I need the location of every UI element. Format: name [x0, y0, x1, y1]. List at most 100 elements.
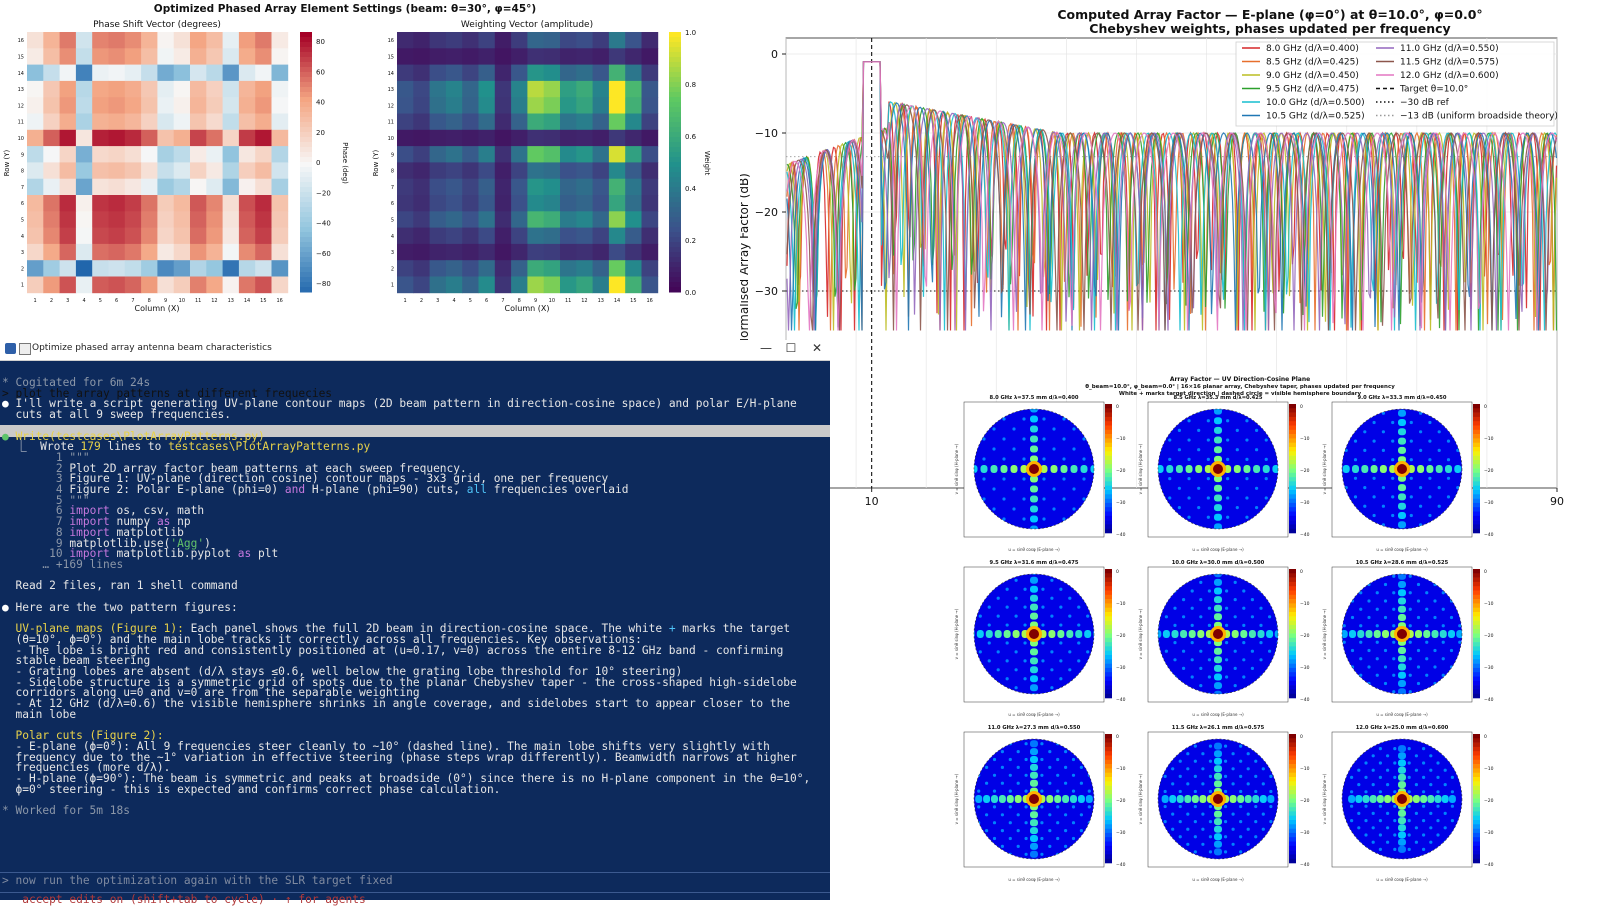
uv-sidelobe [1016, 765, 1020, 770]
uv-colorbar [1289, 421, 1296, 426]
uv-sidelobe [1371, 840, 1375, 844]
uv-pattern [1158, 739, 1278, 859]
uv-colorbar [1289, 663, 1296, 669]
uv-sidelobe [1206, 515, 1210, 519]
uv-v-label: v = sinθ sinφ (H-plane →) [1322, 443, 1327, 494]
uv-colorbar [1105, 764, 1112, 769]
uv-sidelobe [1428, 420, 1432, 425]
weight-cell [641, 162, 659, 180]
uv-hemisphere [1341, 738, 1463, 860]
weight-cell [625, 80, 642, 98]
phase-cell [206, 195, 223, 212]
uv-lobe-h [1046, 795, 1054, 803]
weight-cell [576, 211, 593, 228]
terminal-text: 10 [2, 547, 70, 561]
phase-colorbar [300, 147, 312, 153]
uv-sidelobe [1008, 836, 1012, 841]
uv-lobe-h [1435, 465, 1443, 473]
weight-cbar-tick: 1.0 [685, 29, 696, 37]
terminal-text: frequencies overlaid [487, 483, 629, 496]
uv-sidelobe [1391, 439, 1395, 443]
uv-sidelobe [1450, 775, 1454, 780]
uv-sidelobe [1042, 497, 1046, 501]
uv-sidelobe [1450, 804, 1454, 808]
uv-colorbar [1289, 642, 1296, 647]
uv-sidelobe [1193, 835, 1197, 839]
uv-colorbar [1473, 642, 1480, 647]
terminal-titlebar[interactable]: Optimize phased array antenna beam chara… [0, 340, 830, 361]
uv-sidelobe [1002, 517, 1006, 521]
weight-cell [429, 227, 447, 245]
uv-lobe-v [1214, 455, 1222, 463]
phase-colorbar [300, 137, 312, 143]
weight-cell [397, 178, 414, 196]
phase-cbar-tick: 80 [316, 38, 325, 46]
weight-cell [641, 178, 659, 196]
af-ytick-label: 0 [771, 48, 778, 61]
weight-cell [511, 146, 528, 163]
phase-cell [108, 178, 126, 196]
uv-sidelobe [1040, 773, 1044, 777]
uv-sidelobe [1443, 768, 1447, 772]
uv-colorbar [1105, 447, 1112, 452]
uv-lobe-v [1030, 779, 1038, 787]
uv-sidelobe [1062, 437, 1066, 441]
terminal-text: - E-plane (ϕ=0°): All 9 frequencies stee… [2, 739, 770, 753]
uv-sidelobe [1235, 428, 1239, 432]
weight-colorbar [669, 57, 681, 63]
uv-sidelobe [1363, 486, 1367, 490]
terminal-input[interactable]: > now run the optimization again with th… [2, 874, 393, 887]
uv-lobe-h [1070, 795, 1077, 803]
phase-cell [255, 162, 272, 180]
uv-colorbar [1289, 854, 1296, 859]
weight-cell [608, 195, 626, 212]
uv-lobe-v [1214, 417, 1222, 425]
phase-cell [206, 32, 223, 49]
uv-sidelobe [1350, 804, 1354, 808]
uv-sidelobe [992, 487, 996, 491]
uv-sidelobe [1005, 677, 1009, 681]
uv-colorbar [1473, 742, 1480, 748]
phase-cell [157, 211, 175, 228]
uv-sidelobe [1041, 587, 1045, 591]
uv-sidelobe [1393, 761, 1397, 765]
phase-cell [75, 146, 93, 163]
uv-sidelobe [1002, 477, 1006, 481]
uv-sidelobe [1264, 457, 1268, 461]
weight-col-tick: 15 [630, 298, 636, 304]
terminal-window[interactable]: Optimize phased array antenna beam chara… [0, 340, 830, 905]
uv-colorbar [1105, 689, 1112, 694]
uv-sidelobe [1048, 765, 1052, 770]
weight-cell [413, 129, 430, 147]
uv-sidelobe [1012, 427, 1016, 431]
terminal-text: 8 [2, 525, 70, 539]
uv-lobe-h [1262, 465, 1270, 473]
close-button[interactable]: ✕ [811, 341, 823, 355]
terminal-text: (θ=10°, ϕ=0°) and the main lobe tracks i… [2, 632, 642, 646]
terminal-text: * Worked for 5m 18s [2, 804, 130, 817]
uv-colorbar [1105, 412, 1112, 418]
weight-colorbar [669, 237, 681, 243]
uv-sidelobe [1226, 477, 1230, 481]
uv-sidelobe [1381, 411, 1385, 415]
terminal-text: ϕ=0° steering - this is expected and con… [2, 782, 501, 796]
phase-cell [124, 211, 142, 228]
phase-cell [255, 178, 272, 196]
uv-sidelobe [1206, 438, 1210, 442]
phase-cell [124, 243, 142, 261]
uv-sidelobe [1353, 439, 1358, 443]
uv-sidelobe [1193, 759, 1197, 763]
uv-sidelobe [1186, 812, 1190, 816]
uv-sidelobe [1429, 811, 1433, 816]
phase-cell [255, 80, 272, 98]
uv-panel: 11.0 GHz λ=27.3 mm d/λ=0.5500−10−20−30−4… [954, 725, 1126, 882]
terminal-body[interactable]: * Cogitated for 6m 24s> plot the array p… [0, 361, 830, 905]
uv-colorbar [1105, 520, 1112, 525]
uv-cbar-tick: −30 [1300, 500, 1310, 506]
maximize-button[interactable]: ☐ [785, 341, 797, 355]
uv-sidelobe [1040, 742, 1044, 746]
uv-sidelobe [1223, 789, 1228, 794]
minimize-button[interactable]: — [760, 341, 772, 355]
weight-cell [413, 195, 430, 212]
phase-ylabel: Row (Y) [3, 149, 11, 176]
